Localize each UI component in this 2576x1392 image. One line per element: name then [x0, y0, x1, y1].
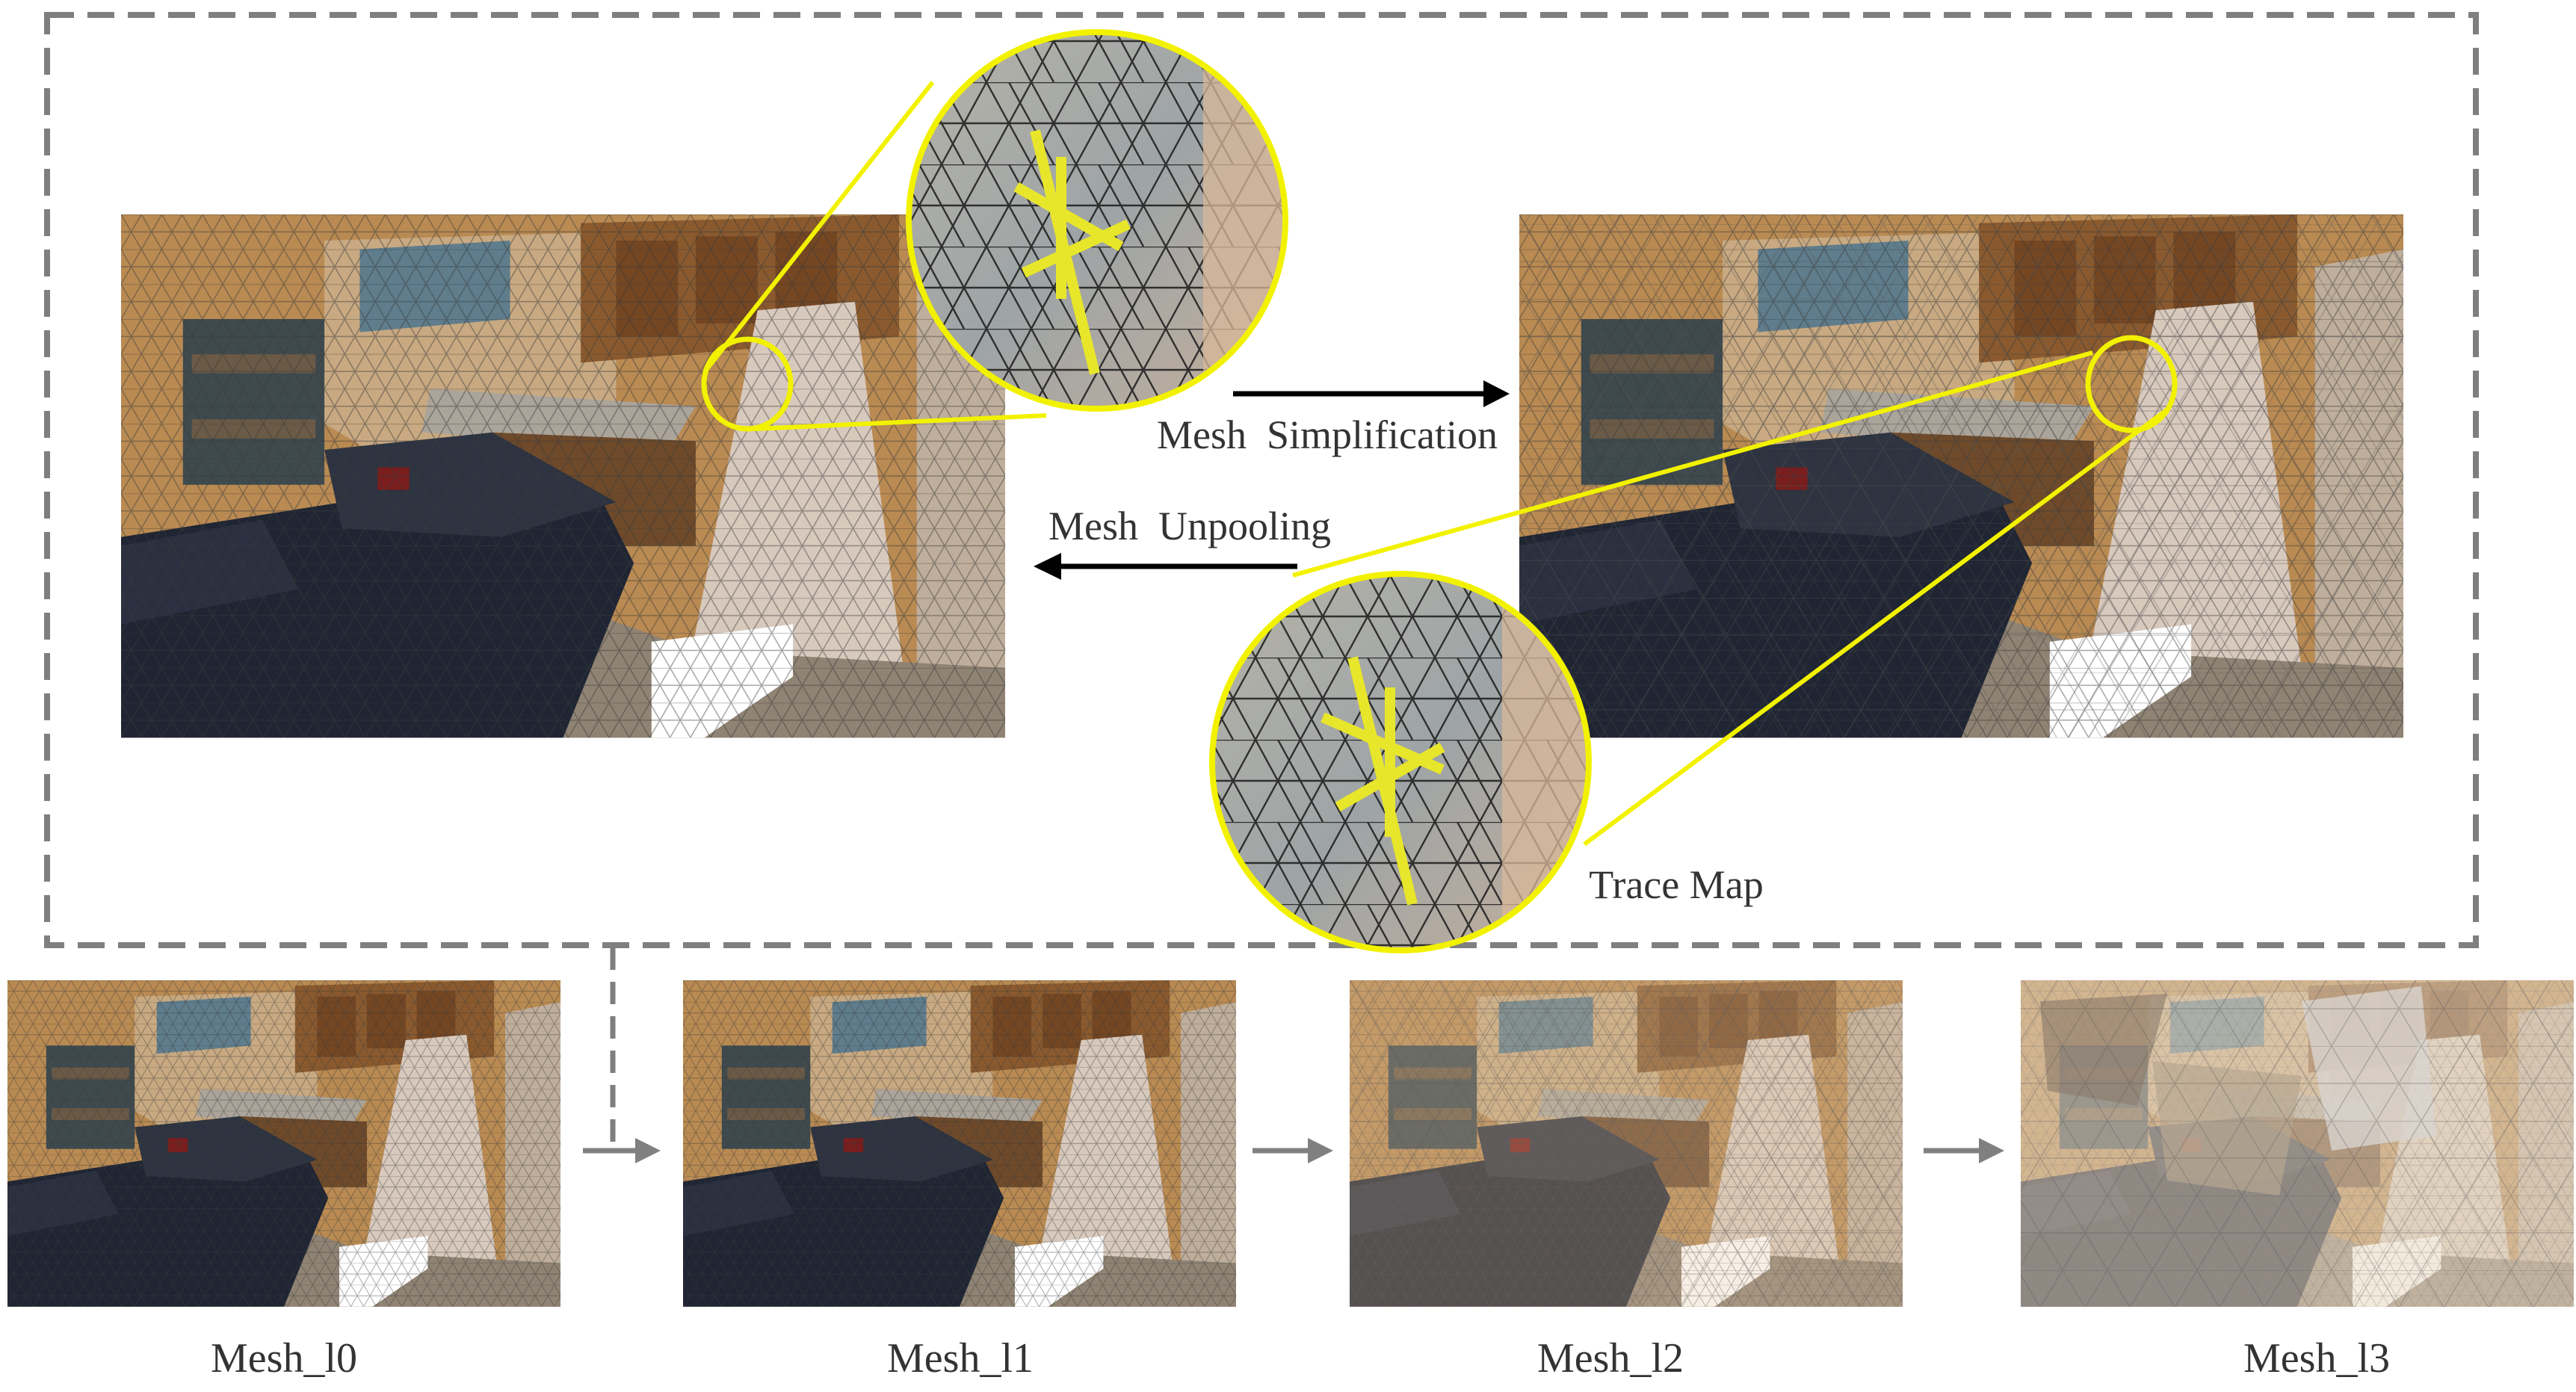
right-arrow-icon [1253, 1138, 1333, 1163]
main-mesh-original [121, 214, 1005, 738]
level-label: Mesh_l3 [2243, 1335, 2390, 1382]
mesh-level-1-image [683, 980, 1236, 1307]
zoom-line [1583, 407, 2169, 847]
zoom-line [704, 81, 935, 371]
highlight-ellipse-simplified [2085, 335, 2178, 433]
level-label: Mesh_l1 [887, 1335, 1034, 1382]
mesh-level-2-image [1350, 980, 1903, 1307]
right-arrow-icon [1924, 1138, 2004, 1163]
main-mesh-simplified [1519, 214, 2403, 738]
right-arrow-icon [1233, 380, 1510, 407]
mesh-unpooling-label: Mesh Unpooling [1048, 504, 1331, 548]
left-arrow-icon [1034, 553, 1297, 580]
right-arrow-icon [583, 1138, 661, 1163]
trace-map-label: Trace Map [1589, 862, 1763, 907]
dashed-frame [44, 12, 2479, 948]
zoom-circle-simplified [1209, 571, 1592, 953]
mesh-simplification-label: Mesh Simplification [1157, 412, 1498, 457]
zoom-line [754, 413, 1047, 431]
highlight-ellipse-original [701, 336, 794, 432]
zoom-line [1292, 350, 2093, 578]
mesh-level-3-image [2021, 980, 2574, 1307]
mesh-level-0-image [7, 980, 560, 1307]
level-label: Mesh_l2 [1537, 1335, 1684, 1382]
level-label: Mesh_l0 [211, 1335, 357, 1382]
